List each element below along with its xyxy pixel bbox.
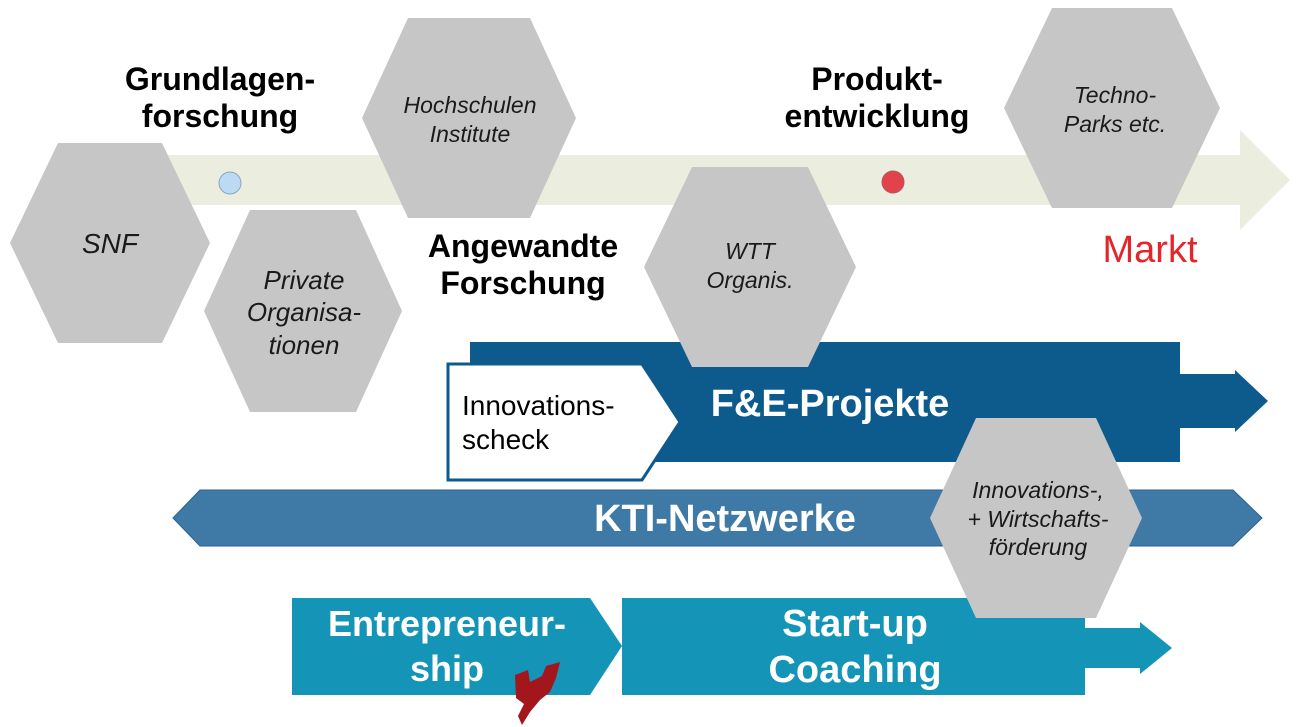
kti-netzwerke-label: KTI-Netzwerke xyxy=(594,497,856,540)
hex-wtt xyxy=(644,167,856,367)
stage-markt: Markt xyxy=(1102,228,1198,271)
stage-grundlagenforschung: Grundlagen- forschung xyxy=(124,61,316,134)
entrepreneurship-label: Entrepreneur- ship xyxy=(327,603,567,689)
hex-techno xyxy=(1004,8,1220,208)
hex-label-hochschulen-institute: Hochschulen Institute xyxy=(403,92,537,147)
product-stage-marker xyxy=(881,170,905,194)
stage-angewandte-forschung: Angewandte Forschung xyxy=(427,228,619,301)
stage-produktentwicklung: Produkt- entwicklung xyxy=(784,61,970,134)
fe-projekte-label: F&E-Projekte xyxy=(710,382,950,425)
research-stage-marker xyxy=(218,171,242,195)
startup-coaching-shape xyxy=(622,598,1085,695)
startup-coaching-label: Start-up Coaching xyxy=(768,603,942,691)
hex-label-snf: SNF xyxy=(82,227,138,259)
hex-label-private-organisationen: Private Organisa- tionen xyxy=(246,264,362,360)
hex-label-technoparks: Techno- Parks etc. xyxy=(1063,82,1167,137)
brand-logo-icon xyxy=(515,662,560,725)
entrepreneurship-shape xyxy=(292,598,622,695)
hex-label-innovations-wirtschaftsfoerderung: Innovations-, + Wirtschafts- förderung xyxy=(967,476,1109,561)
hex-snf xyxy=(10,143,210,343)
hex-hochschulen xyxy=(362,18,576,218)
hex-private xyxy=(204,210,402,412)
hex-label-wtt-organis: WTT Organis. xyxy=(706,238,794,293)
startup-coaching-arrowhead xyxy=(1085,622,1172,674)
innovationsscheck-shape xyxy=(446,362,682,482)
fe-projekte-arrowhead xyxy=(1180,370,1268,432)
hex-foerderung xyxy=(930,418,1142,618)
innovationsscheck-label: Innovations- scheck xyxy=(462,390,615,455)
